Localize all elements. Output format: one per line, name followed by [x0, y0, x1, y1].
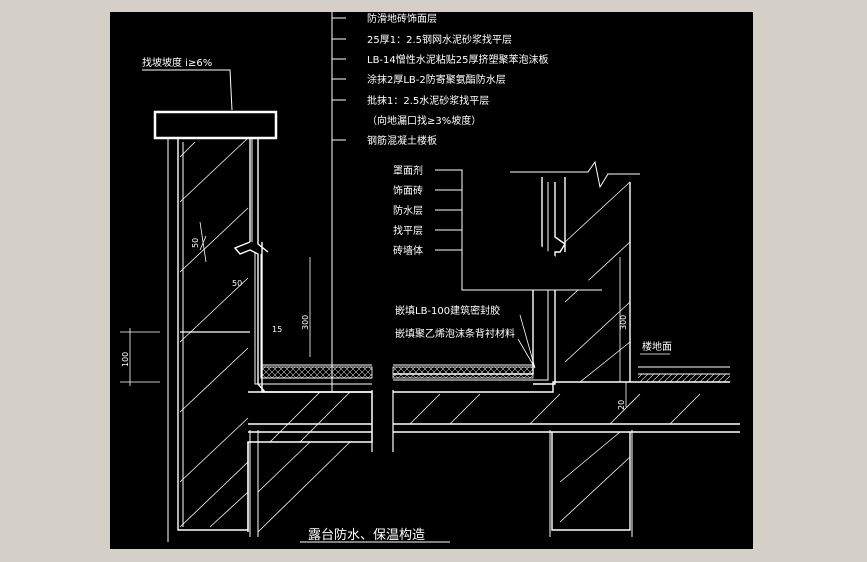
cad-drawing-canvas: 找坡坡度 i≥6% 防滑地砖饰面层 25厚1：2.5钢网水泥砂浆找平层 LB-1…	[110, 12, 753, 549]
layer-label-2: 25厚1：2.5钢网水泥砂浆找平层	[367, 33, 512, 46]
drawing-title: 露台防水、保温构造	[308, 527, 425, 543]
section-drawing: 找坡坡度 i≥6% 防滑地砖饰面层 25厚1：2.5钢网水泥砂浆找平层 LB-1…	[120, 12, 740, 543]
wall-label-4: 找平层	[393, 224, 423, 237]
wall-label-3: 防水层	[393, 204, 423, 217]
sealant-label: 嵌填LB-100建筑密封胶	[395, 304, 500, 317]
wall-label-2: 饰面砖	[393, 184, 423, 197]
left-wall	[177, 138, 373, 531]
layer-label-7: 钢筋混凝土楼板	[367, 134, 437, 147]
wall-label-1: 罩面剂	[393, 164, 423, 177]
slope-leader	[142, 69, 233, 111]
left-wall-outline	[167, 138, 253, 542]
floor-label: 楼地面	[642, 340, 672, 353]
left-wall-hatch	[179, 137, 249, 528]
dim-50-vertical: 50	[191, 238, 200, 248]
dim-300-left: 300	[301, 315, 310, 330]
right-wall-hatch	[564, 181, 631, 383]
dim-100: 100	[121, 352, 130, 367]
dim-300-right: 300	[619, 315, 628, 330]
floor-layers	[261, 366, 373, 379]
slab-hatch	[257, 391, 701, 533]
right-wall	[393, 177, 631, 385]
top-leader	[331, 12, 346, 392]
wall-leader	[435, 169, 602, 291]
backer-label: 嵌填聚乙烯泡沫条背衬材料	[395, 327, 515, 340]
dim-15: 15	[272, 325, 282, 334]
slab	[247, 381, 740, 532]
dim-20: 20	[617, 400, 626, 410]
layer-label-4: 涂抹2厚LB-2防寄聚氨酯防水层	[367, 73, 506, 86]
slope-label: 找坡坡度 i≥6%	[142, 56, 212, 69]
layer-label-6: （向地漏口找≥3%坡度）	[367, 114, 481, 127]
wall-label-5: 砖墙体	[393, 244, 423, 257]
layer-label-3: LB-14憎性水泥粘贴25厚挤塑聚苯泡沫板	[367, 53, 549, 66]
parapet-cap	[153, 110, 278, 140]
layer-label-5: 批抹1：2.5水泥砂浆找平层	[367, 94, 489, 107]
dim-50-horizontal: 50	[232, 279, 242, 288]
layer-label-1: 防滑地砖饰面层	[367, 12, 437, 25]
